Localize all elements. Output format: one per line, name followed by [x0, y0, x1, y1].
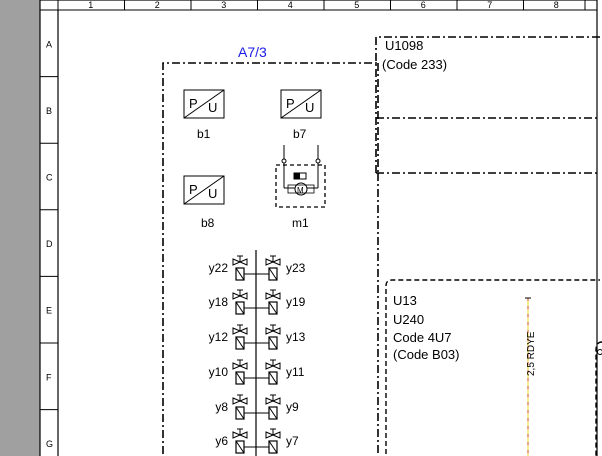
module-label: A7/3 — [238, 44, 267, 60]
column-number: 1 — [88, 0, 93, 10]
u1098-code: (Code 233) — [382, 57, 447, 72]
sheet-border — [39, 0, 598, 456]
code-b03-label: (Code B03) — [393, 347, 459, 362]
svg-text:M: M — [297, 186, 304, 195]
column-number: 7 — [487, 0, 492, 10]
sensor-b1-label: b1 — [197, 127, 211, 141]
svg-text:P: P — [189, 96, 198, 111]
svg-text:U: U — [305, 100, 314, 115]
valve-right-label: y7 — [286, 434, 299, 448]
valve-right-label: y9 — [286, 400, 299, 414]
row-letter: F — [46, 372, 52, 382]
valve-left — [232, 394, 248, 420]
valve-right-label: y11 — [286, 365, 305, 379]
valve-right-label: y23 — [286, 261, 306, 275]
window-margin — [0, 0, 40, 456]
sensor-b8: P U b8 — [183, 175, 225, 230]
svg-text:U: U — [208, 100, 217, 115]
valve-left — [232, 359, 248, 385]
svg-text:P: P — [189, 182, 198, 197]
row-letter: C — [46, 173, 53, 183]
column-number: 3 — [221, 0, 226, 10]
valve-left-label: y8 — [215, 400, 228, 414]
valve-right — [265, 394, 281, 420]
u1098-label: U1098 — [385, 38, 423, 53]
sensor-b8-label: b8 — [201, 216, 215, 230]
code-4u7-label: Code 4U7 — [393, 330, 452, 345]
row-letter: G — [46, 439, 53, 449]
wire-label: 2,5 RDYE — [526, 331, 537, 376]
valve-left-label: y6 — [215, 434, 228, 448]
valve-left — [232, 324, 248, 350]
sensor-b7: P U b7 — [280, 89, 322, 141]
valve-left — [232, 428, 248, 454]
row-letter: E — [46, 306, 52, 316]
valve-left-label: y18 — [209, 295, 229, 309]
valve-right-label: y19 — [286, 295, 306, 309]
row-letter: B — [46, 106, 52, 116]
valve-left-label: y10 — [209, 365, 229, 379]
sensor-b1: P U b1 — [183, 89, 225, 141]
column-number: 5 — [354, 0, 359, 10]
svg-text:U: U — [208, 186, 217, 201]
valve-right — [265, 428, 281, 454]
valve-right — [265, 289, 281, 315]
column-number: 6 — [421, 0, 426, 10]
u13-boundary — [385, 279, 600, 456]
valve-left — [232, 255, 248, 281]
row-letter: A — [46, 39, 52, 49]
motor-m1-label: m1 — [292, 216, 309, 230]
column-number: 4 — [288, 0, 293, 10]
u1098-boundary — [375, 36, 600, 173]
column-number: 2 — [155, 0, 160, 10]
u240-label: U240 — [393, 312, 424, 327]
valve-left-label: y22 — [209, 261, 229, 275]
motor-m1: M m1 — [275, 145, 326, 230]
u13-label: U13 — [393, 293, 417, 308]
column-number: 8 — [554, 0, 559, 10]
valve-right — [265, 359, 281, 385]
module-a7-3-boundary — [162, 62, 378, 456]
row-letter: D — [46, 239, 53, 249]
drawing-sheet — [40, 0, 602, 456]
valve-left-label: y12 — [209, 330, 229, 344]
valve-right — [265, 324, 281, 350]
svg-text:P: P — [286, 96, 295, 111]
valve-right — [265, 255, 281, 281]
valve-right-label: y13 — [286, 330, 306, 344]
valve-left — [232, 289, 248, 315]
sensor-b7-label: b7 — [293, 127, 307, 141]
